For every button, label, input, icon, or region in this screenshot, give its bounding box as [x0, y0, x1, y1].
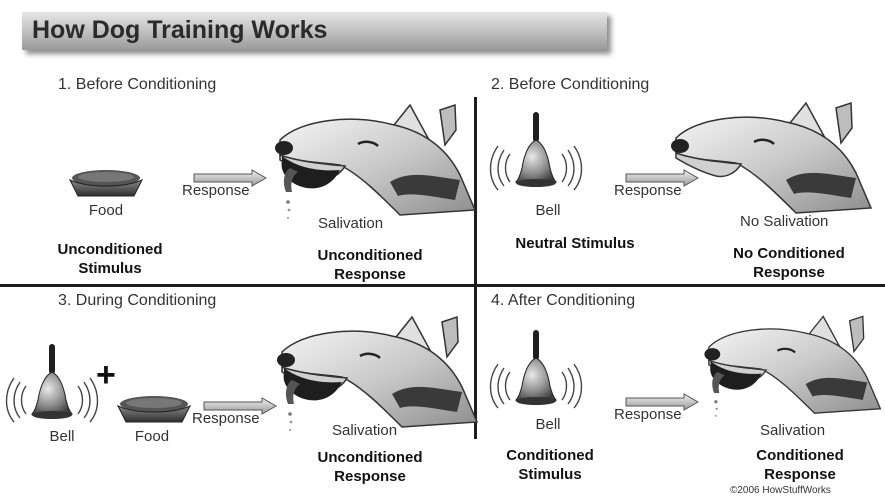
food-bowl-icon [69, 169, 143, 197]
panel-2-stimulus-label: Bell [535, 202, 561, 219]
panel-2-stimulus-type: Neutral Stimulus [480, 234, 670, 253]
panel-3-arrow-label: Response [192, 410, 260, 427]
panel-3-response-type-line1: Unconditioned [317, 449, 423, 466]
panel-2-response-type-line1: No Conditioned [733, 245, 845, 262]
panel-4-stimulus-label: Bell [535, 416, 561, 433]
panel-4-stimulus-type: Conditioned Stimulus [470, 446, 630, 484]
panel-3-response-type-line2: Response [334, 468, 406, 485]
panel-4-response-type-line1: Conditioned [756, 447, 844, 464]
title-banner: How Dog Training Works [22, 12, 607, 50]
plus-sign: + [96, 356, 116, 394]
panel-2-arrow-label: Response [614, 182, 682, 199]
panel-4-stimulus-type-line1: Conditioned [506, 447, 594, 464]
panel-2-response-type-line2: Response [753, 264, 825, 281]
panel-1-stimulus-type: Unconditioned Stimulus [30, 240, 190, 278]
panel-4-stimulus-type-line2: Stimulus [518, 466, 582, 483]
page-title: How Dog Training Works [32, 16, 328, 44]
panel-3-stimulus-label-2: Food [134, 428, 170, 445]
panel-2-response-type: No Conditioned Response [704, 244, 874, 282]
panel-1-response-type: Unconditioned Response [290, 246, 450, 284]
panel-1-arrow-label: Response [182, 182, 250, 199]
panel-1-stimulus-label: Food [88, 202, 124, 219]
panel-1-stimulus-type-line1: Unconditioned [57, 241, 163, 258]
panel-1-stimulus-type-line2: Stimulus [78, 260, 142, 277]
vertical-divider [474, 97, 477, 439]
panel-3-dog-state: Salivation [332, 422, 398, 439]
panel-1-response-type-line1: Unconditioned [317, 247, 423, 264]
copyright-text: ©2006 HowStuffWorks [730, 485, 831, 496]
panel-1-response-type-line2: Response [334, 266, 406, 283]
dog-head-icon [273, 103, 477, 220]
panel-1-title: 1. Before Conditioning [58, 76, 217, 93]
panel-3-stimulus-label: Bell [49, 428, 75, 445]
panel-4-response-type-line2: Response [764, 466, 836, 483]
bell-icon [489, 111, 583, 191]
panel-4-response-type: Conditioned Response [720, 446, 880, 484]
dog-head-icon [669, 101, 873, 215]
bell-icon [489, 329, 583, 409]
horizontal-divider [0, 284, 885, 287]
panel-3-response-type: Unconditioned Response [290, 448, 450, 486]
food-bowl-icon [117, 395, 191, 423]
panel-4-dog-state: Salivation [760, 422, 826, 439]
panel-2-stimulus-type-line1: Neutral Stimulus [515, 235, 635, 252]
panel-3-title: 3. During Conditioning [58, 292, 217, 309]
panel-2-title: 2. Before Conditioning [491, 76, 650, 93]
panel-4-title: 4. After Conditioning [491, 292, 636, 309]
panel-1-dog-state: Salivation [318, 215, 384, 232]
panel-4-arrow-label: Response [614, 406, 682, 423]
panel-2-dog-state: No Salivation [740, 213, 829, 230]
